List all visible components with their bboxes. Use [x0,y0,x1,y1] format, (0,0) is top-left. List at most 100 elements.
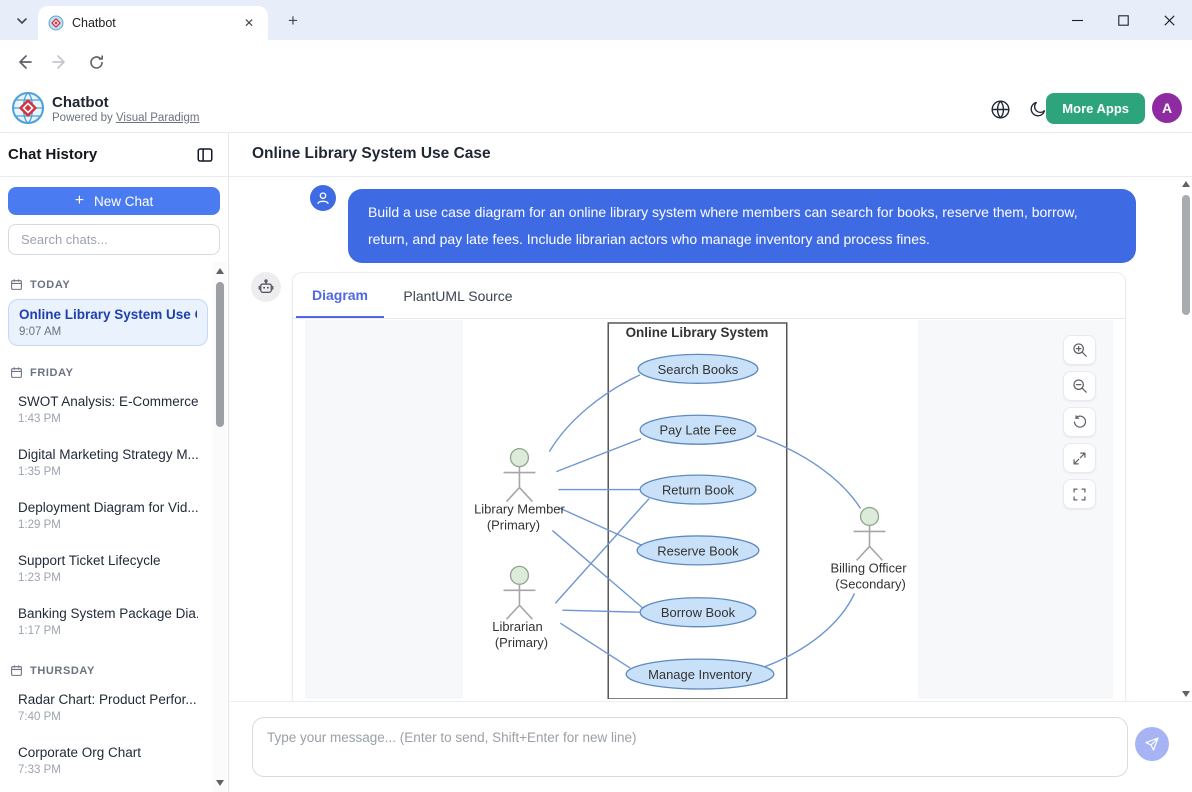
app-user-avatar[interactable]: A [1152,93,1182,123]
dark-mode-button[interactable] [1025,97,1049,121]
actor-librarian: Librarian (Primary) [492,565,548,650]
zoom-in-button[interactable] [1063,335,1096,365]
expand-icon [1073,451,1086,465]
usecase-label: Borrow Book [661,605,736,620]
diagram-controls [1063,335,1096,509]
scrollbar-thumb[interactable] [216,282,224,427]
app-title: Chatbot [52,94,109,111]
favicon [48,15,64,31]
reset-view-button[interactable] [1063,407,1096,437]
sidebar-title: Chat History [8,146,98,163]
language-button[interactable] [988,97,1012,121]
back-icon [19,55,32,69]
use-cases: Search Books Pay Late Fee Return Book Re… [625,353,775,690]
browser-tab-strip: Chatbot ✕ + [0,0,1192,40]
reload-button[interactable] [82,48,110,76]
expand-button[interactable] [1063,443,1096,473]
window-close-button[interactable] [1146,0,1192,40]
edge-member-borrow [551,529,645,610]
app-header [0,84,1192,133]
tab-search-button[interactable] [8,8,36,34]
chat-item-time: 1:23 PM [18,572,61,584]
new-chat-button[interactable]: + New Chat [8,187,220,215]
chat-item[interactable]: Digital Marketing Strategy M... 1:35 PM [8,440,208,485]
chat-item-title: Support Ticket Lifecycle [18,553,161,568]
back-button[interactable] [10,48,38,76]
usecase-pay-late-fee [639,414,757,445]
more-apps-button[interactable]: More Apps [1046,93,1145,124]
edge-paylatefee-billing [756,435,862,509]
conversation-titlebar: Online Library System Use Case [229,133,1192,177]
paper-plane-icon [1145,737,1159,751]
chat-item-title: Deployment Diagram for Vid... [18,500,198,515]
sidebar-header: Chat History [0,133,228,177]
bot-avatar [251,272,281,302]
scroll-up-arrow[interactable] [216,268,224,274]
send-button[interactable] [1135,727,1169,761]
scrollbar-thumb[interactable] [1182,195,1190,315]
chat-item-title: SWOT Analysis: E-Commerce... [18,394,198,409]
scroll-down-arrow[interactable] [216,780,224,786]
scroll-down-arrow[interactable] [1182,691,1190,697]
edge-librarian-manage [559,622,631,669]
reset-rotate-icon [1073,415,1086,428]
calendar-icon [11,665,22,676]
window-maximize-button[interactable] [1100,0,1146,40]
tab-title: Chatbot [72,16,116,30]
edge-librarian-return [554,498,650,604]
scroll-up-arrow[interactable] [1182,181,1190,187]
window-minimize-button[interactable] [1054,0,1100,40]
plus-icon: + [74,192,85,209]
tab-close-icon[interactable]: ✕ [243,16,255,30]
diagram-card: Diagram PlantUML Source Online Library S… [292,272,1126,701]
actor-library-member: Library Member (Primary) [474,448,565,532]
visual-paradigm-link[interactable]: Visual Paradigm [115,112,200,124]
chat-item-time: 7:40 PM [18,711,61,723]
chat-item[interactable]: Support Ticket Lifecycle 1:23 PM [8,546,208,591]
moon-icon [1030,101,1045,116]
visual-paradigm-logo[interactable] [10,90,46,126]
edge-librarian-borrow [562,609,641,613]
section-header-thursday: THURSDAY [10,664,210,677]
search-chats-input[interactable] [8,224,220,255]
zoom-out-button[interactable] [1063,371,1096,401]
chat-item-selected[interactable]: Online Library System Use C... 9:07 AM [8,299,208,346]
zoom-in-icon [1072,343,1087,357]
tab-diagram[interactable]: Diagram [296,273,384,318]
usecase-label: Reserve Book [657,543,739,558]
chat-item-time: 1:17 PM [18,625,61,637]
fullscreen-button[interactable] [1063,479,1096,509]
message-composer [229,701,1192,792]
chat-item[interactable]: Banking System Package Dia... 1:17 PM [8,599,208,644]
new-tab-button[interactable]: + [288,11,298,30]
close-icon [1163,14,1175,26]
association-edges [548,374,862,669]
chat-item[interactable]: Deployment Diagram for Vid... 1:29 PM [8,493,208,538]
reload-icon [89,55,103,69]
chat-item[interactable]: Corporate Org Chart 7:33 PM [8,738,208,783]
new-chat-label: New Chat [94,193,154,209]
actor-role: (Primary) [487,517,540,532]
chat-item-title: Online Library System Use C... [19,307,197,322]
chat-item-time: 1:29 PM [18,519,61,531]
browser-tab[interactable]: Chatbot ✕ [38,6,268,40]
chat-item[interactable]: SWOT Analysis: E-Commerce... 1:43 PM [8,387,208,432]
diagram-canvas[interactable]: Online Library System [305,320,1113,699]
chat-item[interactable]: Radar Chart: Product Perfor... 7:40 PM [8,685,208,730]
actor-billing-officer: Billing Officer (Secondary) [830,506,907,591]
usecase-return-book [639,474,757,505]
tab-plantuml-source[interactable]: PlantUML Source [403,287,513,304]
forward-button[interactable] [46,48,74,76]
section-label: TODAY [30,278,71,291]
chat-history-list: TODAY Online Library System Use C... 9:0… [0,262,214,792]
globe-icon [990,99,1010,119]
chat-scrollbar[interactable] [1180,177,1192,701]
collapse-sidebar-button[interactable] [194,144,216,166]
edge-member-paylatefee [556,438,642,473]
message-input[interactable] [252,717,1128,777]
calendar-icon [11,367,22,378]
person-icon [317,192,329,204]
sidebar-scrollbar[interactable] [213,262,227,792]
chevron-down-icon [17,18,27,25]
